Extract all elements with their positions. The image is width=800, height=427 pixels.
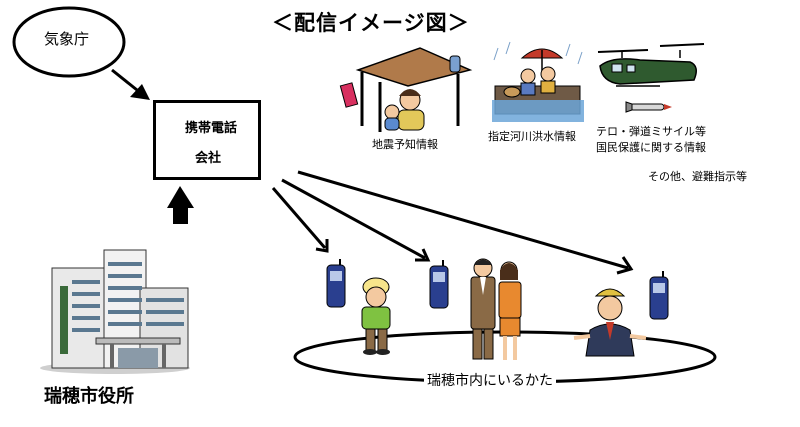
carrier-label-line1: 携帯電話 bbox=[185, 121, 238, 136]
resident-couple-illustration bbox=[470, 258, 522, 360]
helicopter-missile-illustration bbox=[597, 43, 705, 113]
jma-node bbox=[12, 6, 126, 78]
carrier-label-line2: 会社 bbox=[195, 151, 222, 166]
carrier-node: 携帯電話 会社 bbox=[153, 100, 261, 180]
residents-label: 瑞穂市内にいるかた bbox=[424, 370, 556, 390]
earthquake-illustration bbox=[339, 47, 473, 132]
arrow-to-resident-3 bbox=[297, 170, 634, 275]
flood-illustration bbox=[492, 41, 584, 122]
jma-label: 気象庁 bbox=[44, 30, 90, 48]
arrow-to-resident-1 bbox=[271, 187, 329, 253]
earthquake-caption: 地震予知情報 bbox=[372, 138, 438, 151]
arrow-to-resident-2 bbox=[281, 178, 431, 262]
city-office-label: 瑞穂市役所 bbox=[44, 386, 134, 407]
arrow-city-to-carrier bbox=[167, 186, 194, 224]
mobile-phone-icon-3 bbox=[649, 271, 669, 320]
city-hall-illustration bbox=[40, 249, 190, 374]
resident-worker-illustration bbox=[361, 277, 391, 355]
resident-foreigner-illustration bbox=[573, 288, 647, 357]
diagram-title: ＜配信イメージ図＞ bbox=[272, 11, 470, 35]
mobile-phone-icon-2 bbox=[429, 260, 449, 309]
flood-caption: 指定河川洪水情報 bbox=[488, 130, 576, 143]
missile bbox=[625, 101, 672, 113]
mobile-phone-icon-1 bbox=[326, 259, 346, 308]
missile-caption-line2: 国民保護に関する情報 bbox=[596, 141, 706, 154]
arrow-jma-to-carrier bbox=[111, 68, 150, 100]
other-alerts-caption: その他、避難指示等 bbox=[648, 170, 747, 183]
missile-caption-line1: テロ・弾道ミサイル等 bbox=[596, 125, 706, 138]
